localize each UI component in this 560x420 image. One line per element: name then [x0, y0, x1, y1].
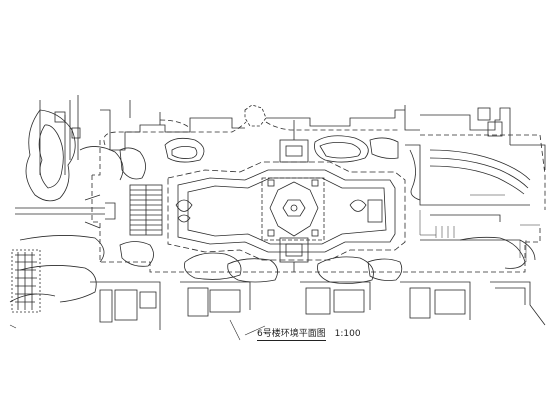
entry-bridge	[15, 194, 116, 229]
dashed-site-boundary	[91, 119, 546, 273]
right-landscape	[405, 144, 536, 269]
central-pavilion-north	[279, 120, 309, 163]
plaza-ornament-left	[175, 199, 193, 223]
drawing-title: 6号楼环境平面图	[257, 329, 326, 341]
plaza-ornament-right	[349, 199, 383, 223]
drawing-scale: 1:100	[334, 329, 361, 339]
entry-stairs	[129, 184, 163, 236]
center-fountain	[261, 177, 325, 241]
building-top-center	[100, 100, 420, 151]
bottom-buildings	[90, 281, 546, 330]
building-top-right	[420, 107, 546, 170]
drawing-title-block: 6号楼环境平面图 1:100	[257, 326, 361, 341]
leader-lines	[9, 194, 540, 341]
top-planting-beds	[119, 135, 399, 180]
left-landscape-contours	[9, 109, 124, 303]
right-building-hatch	[419, 210, 527, 262]
bottom-planting-beds	[119, 241, 403, 284]
planting-block-hatch	[11, 249, 41, 313]
central-plaza	[167, 161, 406, 261]
central-pavilion-south	[279, 237, 309, 272]
